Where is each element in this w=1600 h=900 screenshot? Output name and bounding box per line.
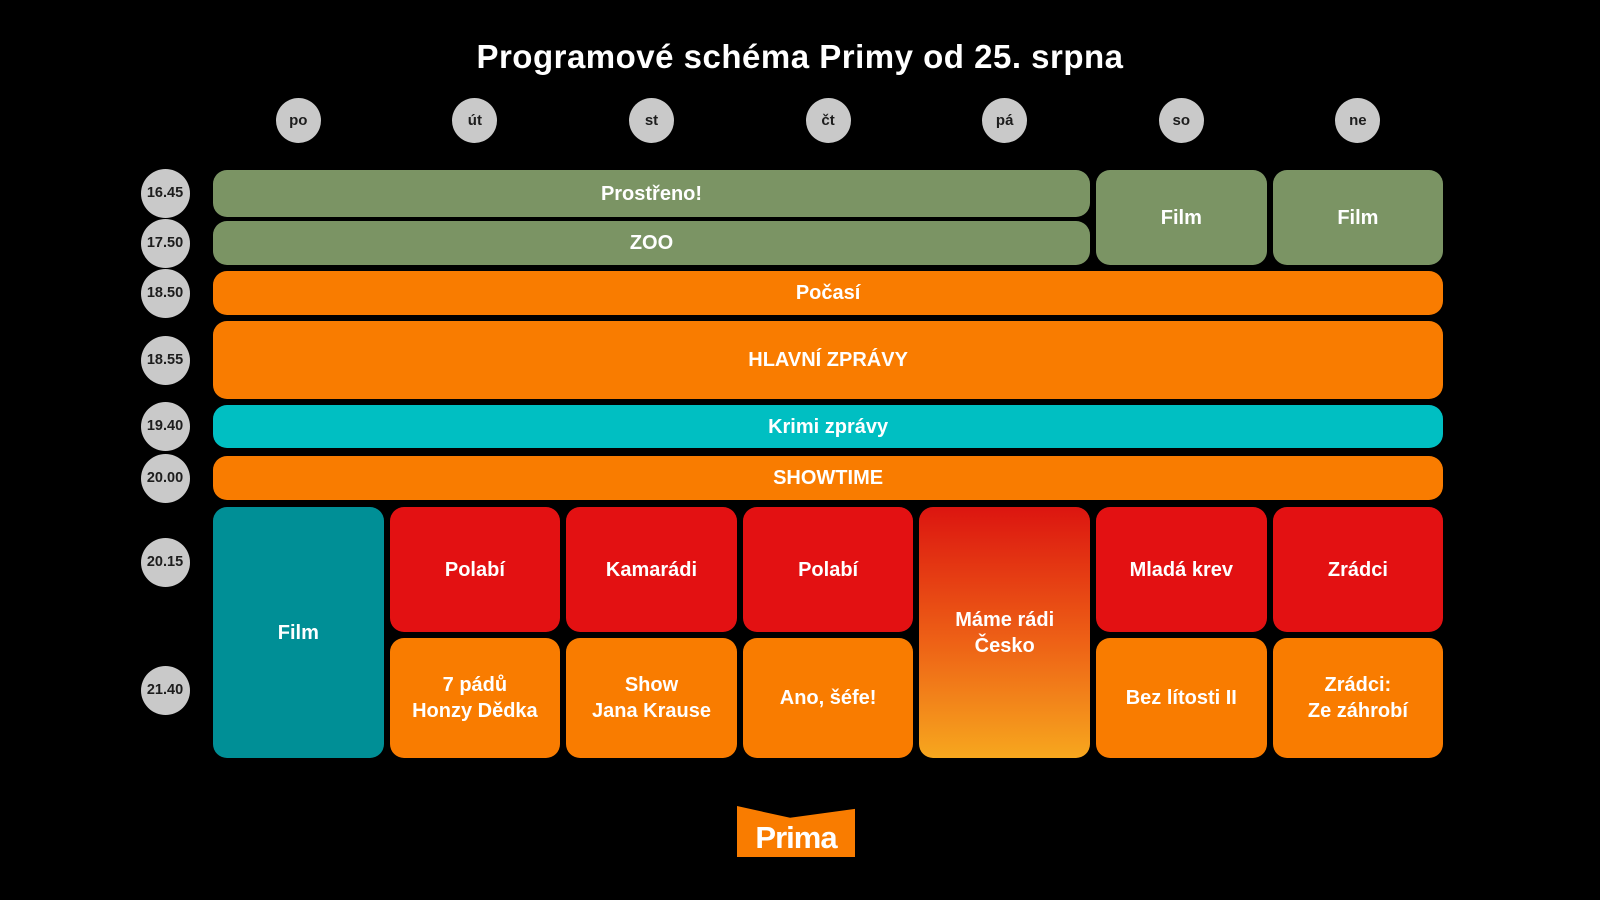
program-block-label: Ano, šéfe! [779,687,877,709]
program-block-label: Film [277,621,319,644]
program-block-hlavni-zpravy: HLAVNÍ ZPRÁVY [213,321,1444,399]
program-block-film-po: Film [213,507,384,758]
program-block-label: Prostřeno! [600,182,703,205]
program-block-film-so: Film [1096,170,1267,265]
program-block-mame-radi-cesko: Máme rádi Česko [919,507,1090,758]
program-block-kamaradi: Kamarádi [566,507,737,632]
program-block-label: Film [1160,206,1202,229]
page-title: Programové schéma Primy od 25. srpna [476,38,1124,75]
program-block-ano-sefe: Ano, šéfe! [742,638,914,758]
time-label-20-15: 20.15 [140,537,190,587]
day-label-ne: ne [1335,97,1381,143]
time-label-21-40: 21.40 [140,665,190,715]
program-block-label: 7 pádů Honzy Dědka [412,674,538,722]
program-block-label: Zrádci [1327,558,1388,581]
time-label-20-00: 20.00 [140,453,190,503]
prima-logo-text: Prima [755,820,837,855]
program-block-pocasi: Počasí [213,271,1444,315]
program-block-label: Kamarádi [605,558,698,581]
day-label-po: po [275,97,321,143]
day-label-čt: čt [805,97,851,143]
program-block-label: Polabí [798,558,859,581]
program-block-label: HLAVNÍ ZPRÁVY [748,349,908,371]
program-block-zradci-ze-zahrobi: Zrádci: Ze záhrobí [1272,638,1444,758]
prima-logo: Prima [737,801,855,857]
program-block-label: Film [1337,206,1379,229]
program-block-label: Polabí [444,558,505,581]
program-block-bez-litosti-ii: Bez lítosti II [1096,638,1267,758]
program-block-label: SHOWTIME [773,467,884,489]
program-block-label: ZOO [629,232,674,254]
program-block-label: Show Jana Krause [592,674,711,722]
program-block-showtime: SHOWTIME [213,456,1444,500]
program-block-zradci: Zrádci [1272,507,1444,632]
time-label-18-50: 18.50 [140,268,190,318]
day-label-so: so [1158,97,1204,143]
program-block-zoo: ZOO [213,221,1090,265]
program-block-label: Krimi zprávy [768,415,889,438]
program-block-prostreno: Prostřeno! [213,170,1090,217]
day-label-út: út [452,97,498,143]
program-block-label: Počasí [795,282,861,304]
program-block-polabi-ct: Polabí [742,507,914,632]
program-block-polabi-ut: Polabí [389,507,561,632]
program-block-mlada-krev: Mladá krev [1096,507,1267,632]
time-label-17-50: 17.50 [140,218,190,268]
program-block-label: Bez lítosti II [1125,687,1237,709]
program-block-label: Zrádci: Ze záhrobí [1307,674,1408,722]
program-block-7-padu-honzy-dedka: 7 pádů Honzy Dědka [389,638,561,758]
program-block-label: Mladá krev [1129,558,1233,581]
time-label-16-45: 16.45 [140,168,190,218]
program-block-krimi-zpravy: Krimi zprávy [213,405,1444,448]
day-label-st: st [629,97,674,143]
program-block-label: Máme rádi Česko [955,608,1055,657]
program-block-show-jana-krause: Show Jana Krause [566,638,737,758]
program-block-film-ne: Film [1272,170,1444,265]
time-label-18-55: 18.55 [140,335,190,385]
day-label-pá: pá [982,97,1028,143]
time-label-19-40: 19.40 [140,401,190,451]
